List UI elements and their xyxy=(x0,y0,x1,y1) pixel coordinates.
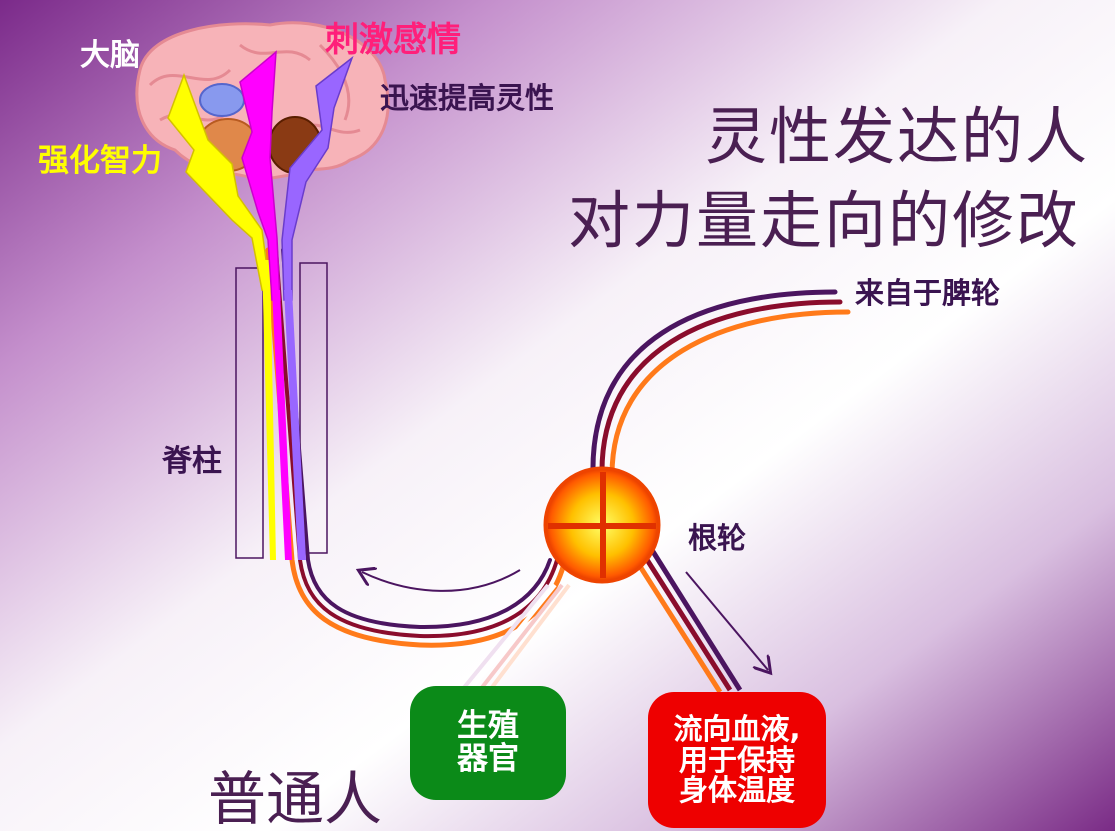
blood-box-line-2: 用于保持 xyxy=(678,742,795,777)
brain-label: 大脑 xyxy=(80,38,140,73)
spine-column xyxy=(235,262,328,559)
ordinary-person-label: 普通人 xyxy=(208,765,383,833)
stimulate-emotion-label: 刺激感情 xyxy=(325,20,461,60)
reproductive-box-line-1: 生殖 xyxy=(457,708,519,745)
from-spleen-label: 来自于脾轮 xyxy=(855,276,1001,310)
flow-arrow-down xyxy=(685,571,768,670)
lightning-bolts xyxy=(167,50,354,560)
root-chakra-label: 根轮 xyxy=(688,521,747,555)
reproductive-organ-box: 生殖 器官 xyxy=(410,686,566,800)
blood-flow-box: 流向血液, 用于保持 身体温度 xyxy=(648,692,826,828)
root-chakra-ball xyxy=(543,466,661,584)
spine-label: 脊柱 xyxy=(162,444,222,479)
blood-box-line-1: 流向血液, xyxy=(673,712,801,747)
flow-arrow-up xyxy=(362,570,521,592)
reproductive-box-line-2: 器官 xyxy=(457,741,519,777)
blood-channel xyxy=(633,548,743,694)
spleen-channel xyxy=(590,289,851,478)
title-line-1: 灵性发达的人 xyxy=(705,100,1090,173)
strengthen-intellect-label: 强化智力 xyxy=(38,143,162,179)
blood-box-line-3: 身体温度 xyxy=(678,773,795,808)
title-line-2: 对力量走向的修改 xyxy=(568,184,1081,257)
reproductive-channel xyxy=(460,583,571,692)
raise-spirituality-label: 迅速提高灵性 xyxy=(380,81,555,115)
